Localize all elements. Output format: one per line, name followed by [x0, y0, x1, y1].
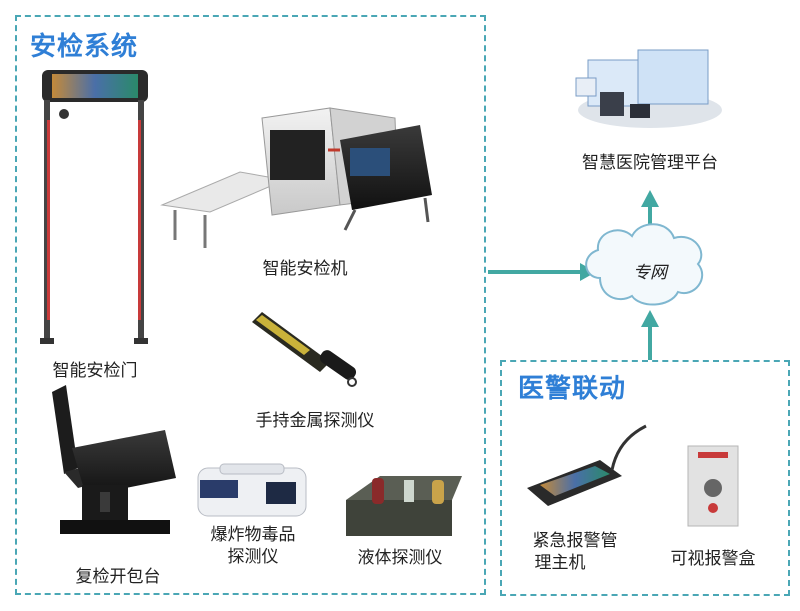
security-system-title: 安检系统 [30, 32, 139, 62]
handheld-detector-label: 手持金属探测仪 [255, 411, 375, 431]
emergency-alarm-host-label-line1: 紧急报警管 [532, 531, 618, 551]
xray-machine-icon [160, 107, 432, 248]
bag-inspection-station-label: 复检开包台 [75, 567, 161, 587]
security-system-group [15, 15, 486, 595]
visual-alarm-box-icon [687, 445, 739, 527]
visual-alarm-box-label: 可视报警盒 [670, 549, 756, 569]
explosive-detector-label-line2: 探测仪 [227, 547, 279, 567]
police-linkage-title: 医警联动 [518, 374, 627, 404]
management-platform-icon [575, 49, 722, 128]
liquid-detector-icon [346, 476, 462, 536]
private-network-label: 专网 [633, 263, 667, 283]
xray-machine-label: 智能安检机 [262, 259, 348, 279]
liquid-detector-label: 液体探测仪 [357, 548, 443, 568]
handheld-detector-icon [252, 312, 357, 387]
police-linkage-group [500, 360, 790, 596]
emergency-alarm-host-icon [527, 424, 647, 506]
emergency-alarm-host-label-line2: 理主机 [534, 553, 586, 573]
explosive-detector-icon [197, 463, 307, 517]
bag-inspection-station-icon [52, 385, 176, 534]
security-gate-label: 智能安检门 [52, 361, 138, 381]
security-gate-icon [40, 70, 148, 344]
private-network-cloud [585, 223, 704, 306]
explosive-detector-label-line1: 爆炸物毒品 [210, 525, 296, 545]
management-platform-label: 智慧医院管理平台 [582, 153, 718, 173]
